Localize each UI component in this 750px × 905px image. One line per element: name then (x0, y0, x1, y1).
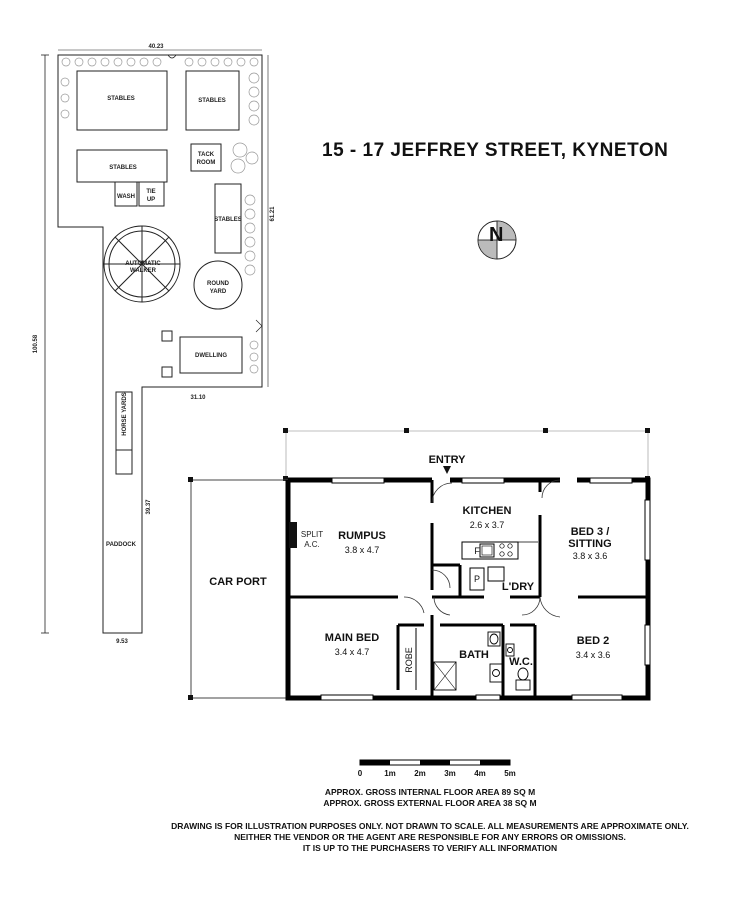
dim-left: 100.58 (33, 334, 39, 353)
scale-tick-4: 4m (474, 769, 486, 778)
toilet-icon (505, 643, 531, 691)
site-labels: STABLES STABLES STABLES TACK ROOM WASH T… (33, 44, 276, 645)
verandah (283, 428, 650, 481)
compass-letter: N (489, 224, 503, 246)
trees (60, 57, 260, 374)
external-area: APPROX. GROSS EXTERNAL FLOOR AREA 38 SQ … (323, 798, 537, 808)
stables-3-label: STABLES (109, 165, 137, 171)
round-yard (193, 260, 243, 310)
carport-label: CAR PORT (209, 576, 267, 588)
scale-tick-5: 5m (504, 769, 516, 778)
disclaimer-line-1: DRAWING IS FOR ILLUSTRATION PURPOSES ONL… (171, 821, 689, 831)
walker-label-2: WALKER (130, 268, 157, 274)
doors (403, 479, 561, 618)
walker-label-1: AUTOMATIC (125, 261, 161, 267)
disclaimer-line-3: IT IS UP TO THE PURCHASERS TO VERIFY ALL… (302, 843, 558, 853)
property-title: 15 - 17 JEFFREY STREET, KYNETON (322, 140, 669, 161)
dwelling-label: DWELLING (195, 353, 227, 359)
stables-1 (76, 70, 168, 131)
site-boundary (57, 54, 263, 634)
tie-label-2: UP (147, 197, 155, 203)
round-yard-label-1: ROUND (207, 281, 230, 287)
dim-right: 61.21 (270, 206, 276, 222)
stables-1-label: STABLES (107, 96, 135, 102)
disclaimer-line-2: NEITHER THE VENDOR OR THE AGENT ARE RESP… (234, 832, 626, 842)
paddock-label: PADDOCK (106, 542, 137, 548)
scale-bar: 0 1m 2m 3m 4m 5m (358, 759, 516, 778)
kitchen-label: KITCHEN (463, 505, 512, 517)
tack-room (190, 143, 222, 172)
tie-up (138, 181, 165, 207)
site-plan (41, 49, 269, 634)
stables-4-label: STABLES (214, 217, 242, 223)
rumpus-label: RUMPUS (338, 530, 386, 542)
disclaimer: DRAWING IS FOR ILLUSTRATION PURPOSES ONL… (0, 821, 750, 854)
split-ac-unit (289, 522, 297, 548)
vanity-icon (489, 663, 503, 683)
tie-label-1: TIE (146, 189, 155, 195)
windows (320, 477, 651, 701)
north-compass-icon: N (477, 220, 517, 260)
scale-tick-1: 1m (384, 769, 396, 778)
wc-label: W.C. (509, 656, 533, 668)
bed2-size: 3.4 x 3.6 (576, 650, 611, 660)
bed2-label: BED 2 (577, 635, 609, 647)
split-label-2: A.C. (304, 540, 320, 549)
dim-bottom: 9.53 (116, 639, 128, 645)
stables-2-label: STABLES (198, 98, 226, 104)
pantry-label: P (474, 574, 480, 584)
laundry-tub (487, 566, 505, 582)
floor-plan (188, 428, 651, 701)
dwelling (179, 336, 243, 374)
stables-4 (214, 183, 242, 254)
carport (188, 477, 288, 700)
scale-tick-3: 3m (444, 769, 456, 778)
scale-tick-0: 0 (358, 769, 363, 778)
horse-yards (115, 391, 133, 475)
robe-label: ROBE (404, 647, 414, 673)
dim-top: 40.23 (148, 44, 164, 50)
entry-arrow-icon (443, 466, 451, 474)
interior-walls (288, 480, 648, 698)
main-bed-size: 3.4 x 4.7 (335, 647, 370, 657)
floor-labels: ENTRY CAR PORT SPLIT A.C. RUMPUS 3.8 x 4… (209, 454, 611, 673)
horse-yards-label: HORSE YARDS (122, 392, 128, 435)
main-bed-label: MAIN BED (325, 632, 379, 644)
fridge-label: F (474, 546, 480, 556)
dim-mid: 31.10 (190, 395, 206, 401)
dim-lane: 39.37 (146, 499, 152, 515)
round-yard-label-2: YARD (210, 289, 227, 295)
wash-bay (114, 181, 138, 207)
bath-label: BATH (459, 649, 489, 661)
kitchen-size: 2.6 x 3.7 (470, 520, 505, 530)
automatic-walker (103, 225, 181, 303)
floor-area-notes: APPROX. GROSS INTERNAL FLOOR AREA 89 SQ … (0, 787, 750, 809)
shower-icon (433, 661, 457, 691)
bed3-label-2: SITTING (568, 538, 611, 550)
bed3-size: 3.8 x 3.6 (573, 551, 608, 561)
internal-area: APPROX. GROSS INTERNAL FLOOR AREA 89 SQ … (324, 787, 536, 797)
tack-label-2: ROOM (197, 160, 216, 166)
entry-label: ENTRY (429, 454, 467, 466)
tack-label-1: TACK (198, 152, 215, 158)
rumpus-size: 3.8 x 4.7 (345, 545, 380, 555)
stables-2 (185, 70, 240, 131)
laundry-label: L'DRY (502, 581, 535, 593)
kitchen-bench (461, 541, 538, 591)
bed3-label-1: BED 3 / (571, 526, 610, 538)
scale-tick-2: 2m (414, 769, 426, 778)
split-label-1: SPLIT (301, 530, 323, 539)
wash-label: WASH (117, 194, 135, 200)
basin-icon (487, 631, 501, 647)
